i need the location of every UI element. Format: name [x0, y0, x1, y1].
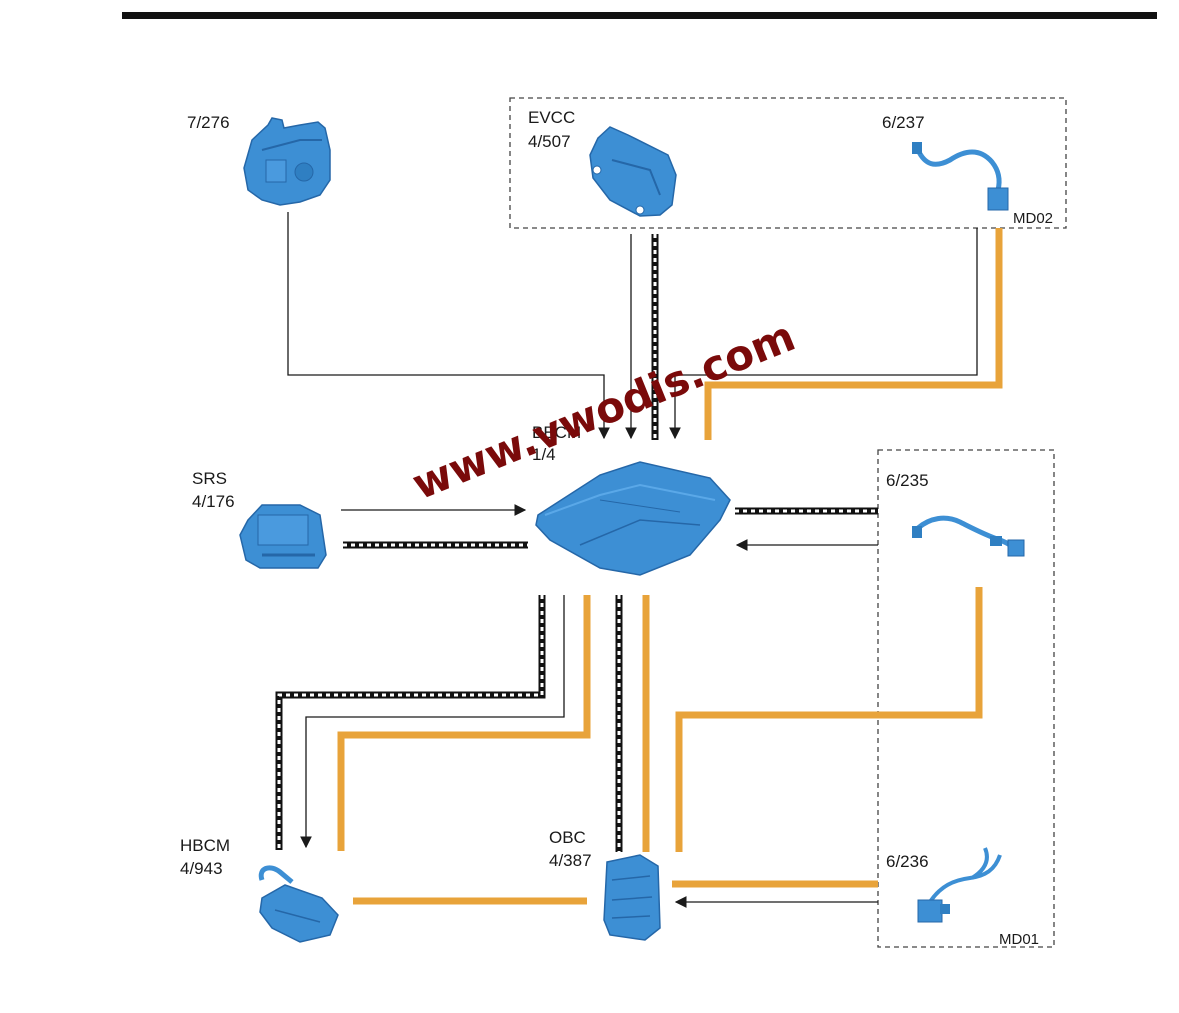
label-hbcm-name: HBCM — [180, 836, 230, 855]
harness-6-236-icon — [917, 847, 1002, 923]
group-box-md02 — [509, 97, 1067, 229]
label-obc-code: 4/387 — [549, 851, 592, 870]
label-obc-name: OBC — [549, 828, 586, 847]
label-6-236: 6/236 — [886, 852, 929, 871]
label-md02: MD02 — [1013, 210, 1053, 227]
label-md01: MD01 — [999, 931, 1039, 948]
line-7276-becm — [287, 212, 610, 440]
line-becm-hbcm — [300, 595, 565, 849]
label-srs-code: 4/176 — [192, 492, 235, 511]
component-7-276-icon — [243, 117, 331, 206]
orange-6235-obc — [675, 587, 983, 852]
header-bar — [122, 12, 1157, 19]
obc-icon — [603, 854, 661, 941]
harness-6-237-icon — [912, 142, 1009, 211]
group-box-md01 — [877, 449, 1055, 948]
bus-becm-hbcm — [275, 595, 546, 850]
orange-6237-becm — [704, 228, 1003, 440]
line-6237-becm — [669, 228, 978, 440]
label-7-276: 7/276 — [187, 113, 230, 132]
label-evcc-name: EVCC — [528, 108, 575, 127]
label-evcc-code: 4/507 — [528, 132, 571, 151]
label-6-235: 6/235 — [886, 471, 929, 490]
srs-icon — [239, 504, 327, 569]
orange-becm-hbcm — [337, 595, 591, 851]
hbcm-icon — [258, 865, 339, 943]
label-srs-name: SRS — [192, 469, 227, 488]
label-hbcm-code: 4/943 — [180, 859, 223, 878]
harness-6-235-icon — [912, 515, 1025, 557]
becm-icon — [535, 461, 731, 576]
label-becm-code: 1/4 — [532, 445, 556, 464]
connection-lines — [275, 212, 1003, 908]
evcc-icon — [589, 126, 677, 217]
label-6-237: 6/237 — [882, 113, 925, 132]
label-becm-name: BECM — [532, 423, 581, 442]
